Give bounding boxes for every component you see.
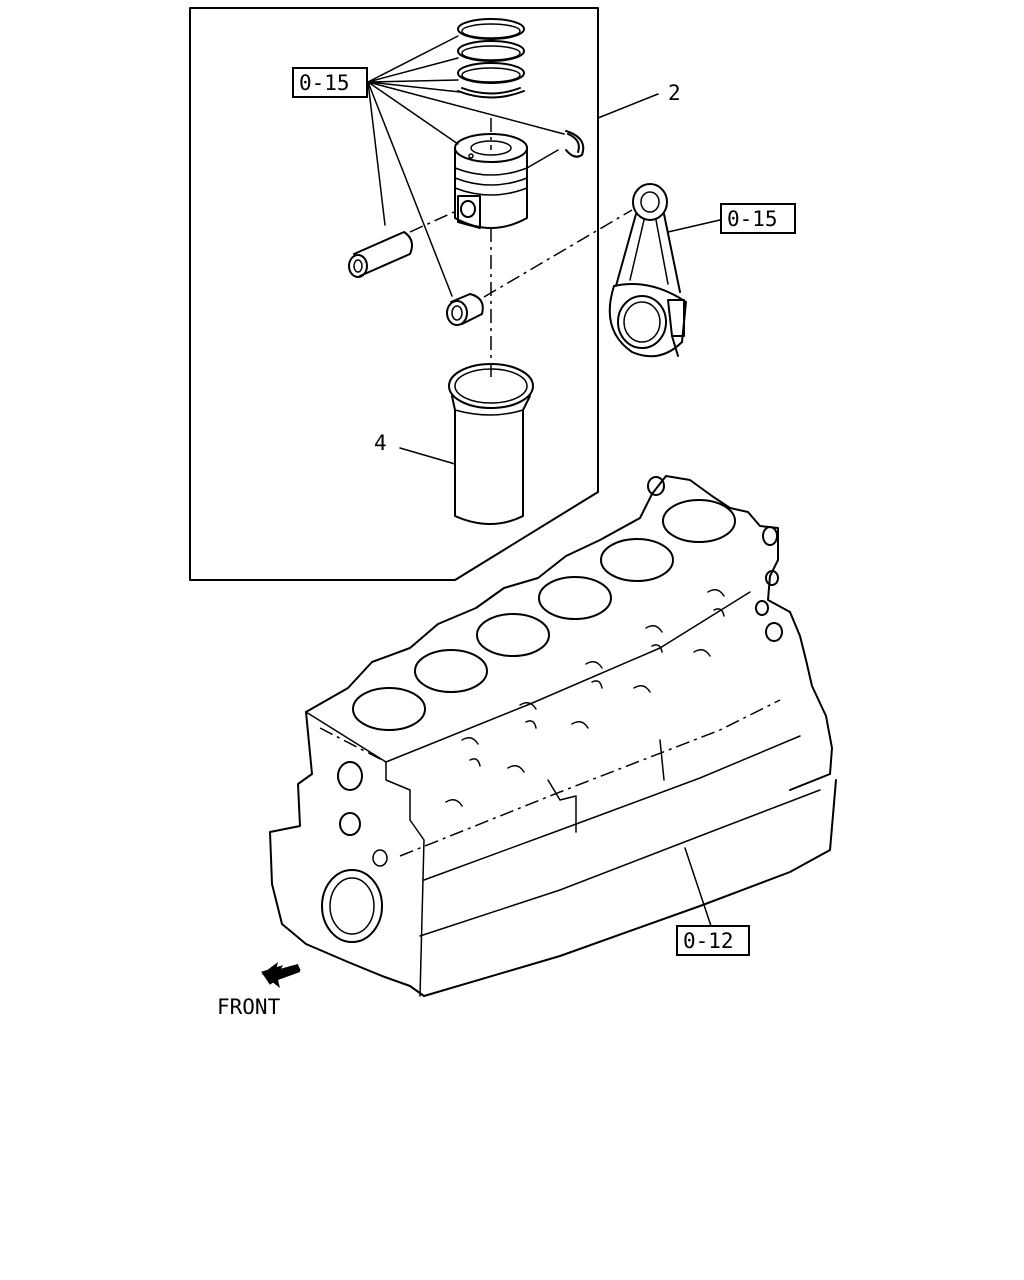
callout-rod: 0-15 [720,203,796,234]
callout-piston-set: 0-15 [292,67,368,98]
leader-line-2 [597,93,659,119]
cylinder-liner [448,363,534,525]
leader-line-block [684,847,712,927]
small-end-bushing [446,293,484,326]
leader-line-rod [667,219,721,233]
connecting-rod [608,183,687,358]
front-label: FRONT [217,995,281,1019]
leader-lines-piston-set [367,35,565,297]
piston-pin [348,231,413,278]
inset-frame [189,7,599,581]
callout-liner: 4 [374,431,387,455]
svg-text:0-12: 0-12 [683,929,734,953]
snap-ring [565,130,585,158]
front-arrow-icon [261,962,301,988]
svg-text:0-15: 0-15 [727,207,778,231]
callout-block: 0-12 [676,925,750,956]
callout-piston-assembly: 2 [668,81,681,105]
rod-axis-line [483,209,633,298]
piston-rings [457,18,525,99]
piston [454,133,528,229]
leader-line-4 [399,447,456,465]
pin-axis-line [409,211,455,233]
cylinder-block [269,475,837,997]
svg-text:0-15: 0-15 [299,71,350,95]
